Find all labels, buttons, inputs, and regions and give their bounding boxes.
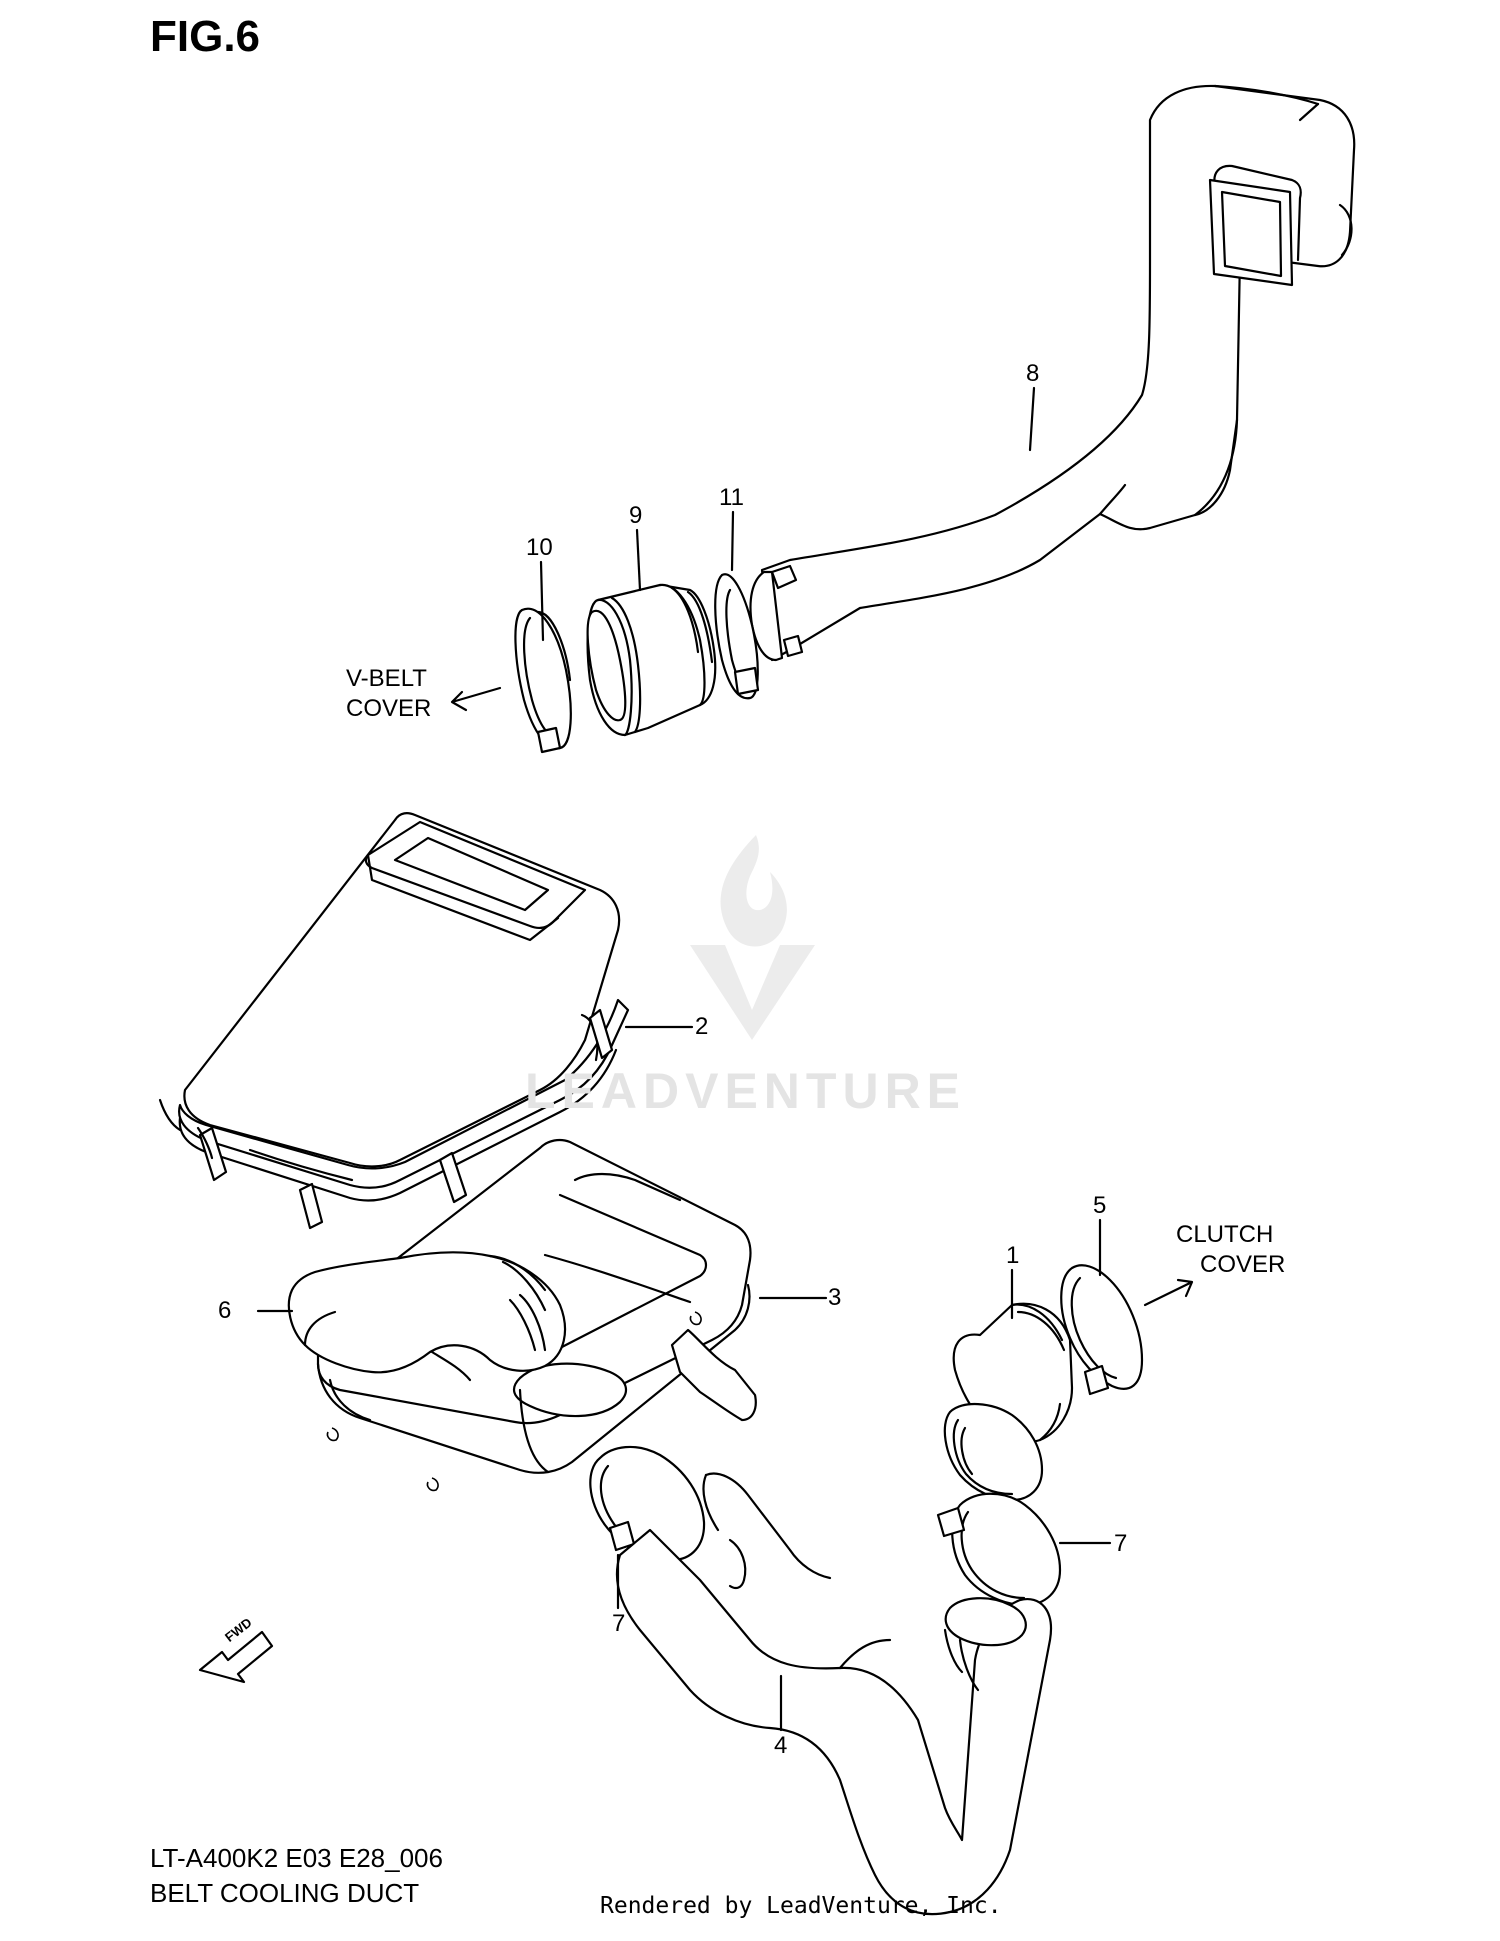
clutch-direction-arrow — [1143, 1278, 1194, 1307]
elbow-part-6 — [287, 1251, 567, 1382]
seal-part-5 — [1060, 1264, 1144, 1396]
coupler-part-1 — [943, 1302, 1074, 1502]
callout-7-left[interactable]: 7 — [612, 1610, 626, 1637]
clamp-part-7-right — [936, 1492, 1062, 1607]
coupler-part-9 — [586, 583, 717, 737]
callout-8[interactable]: 8 — [1026, 360, 1040, 387]
callout-9[interactable]: 9 — [629, 502, 643, 529]
callout-5[interactable]: 5 — [1093, 1192, 1107, 1219]
figure-title: FIG.6 — [150, 12, 261, 61]
vbelt-direction-arrow — [450, 686, 502, 712]
fwd-arrow-icon — [198, 1630, 274, 1684]
duct-part-8 — [749, 84, 1356, 662]
callout-1[interactable]: 1 — [1006, 1242, 1020, 1269]
duct-part-4 — [615, 1472, 1053, 1916]
note-clutch-line1: CLUTCH — [1176, 1221, 1274, 1248]
callout-10[interactable]: 10 — [526, 534, 553, 561]
clamp-part-11 — [714, 573, 760, 700]
callout-2[interactable]: 2 — [695, 1013, 709, 1040]
note-vbelt-line1: V-BELT — [346, 665, 427, 692]
leader-lines — [256, 386, 1112, 1732]
footer-section-name: BELT COOLING DUCT — [150, 1878, 420, 1908]
watermark-text: LEADVENTURE — [525, 1063, 967, 1119]
watermark-logo — [690, 835, 815, 1040]
footer-model-code: LT-A400K2 E03 E28_006 — [150, 1843, 443, 1873]
footer-rendered-by: Rendered by LeadVenture, Inc. — [600, 1893, 1002, 1919]
cover-part-2 — [158, 812, 630, 1230]
callout-4[interactable]: 4 — [774, 1732, 788, 1759]
callout-7-right[interactable]: 7 — [1114, 1530, 1128, 1557]
callout-3[interactable]: 3 — [828, 1284, 842, 1311]
note-clutch-line2: COVER — [1200, 1251, 1286, 1278]
callout-11[interactable]: 11 — [719, 484, 744, 511]
seal-part-10 — [514, 607, 572, 754]
note-vbelt-line2: COVER — [346, 695, 432, 722]
callout-6[interactable]: 6 — [218, 1297, 232, 1324]
